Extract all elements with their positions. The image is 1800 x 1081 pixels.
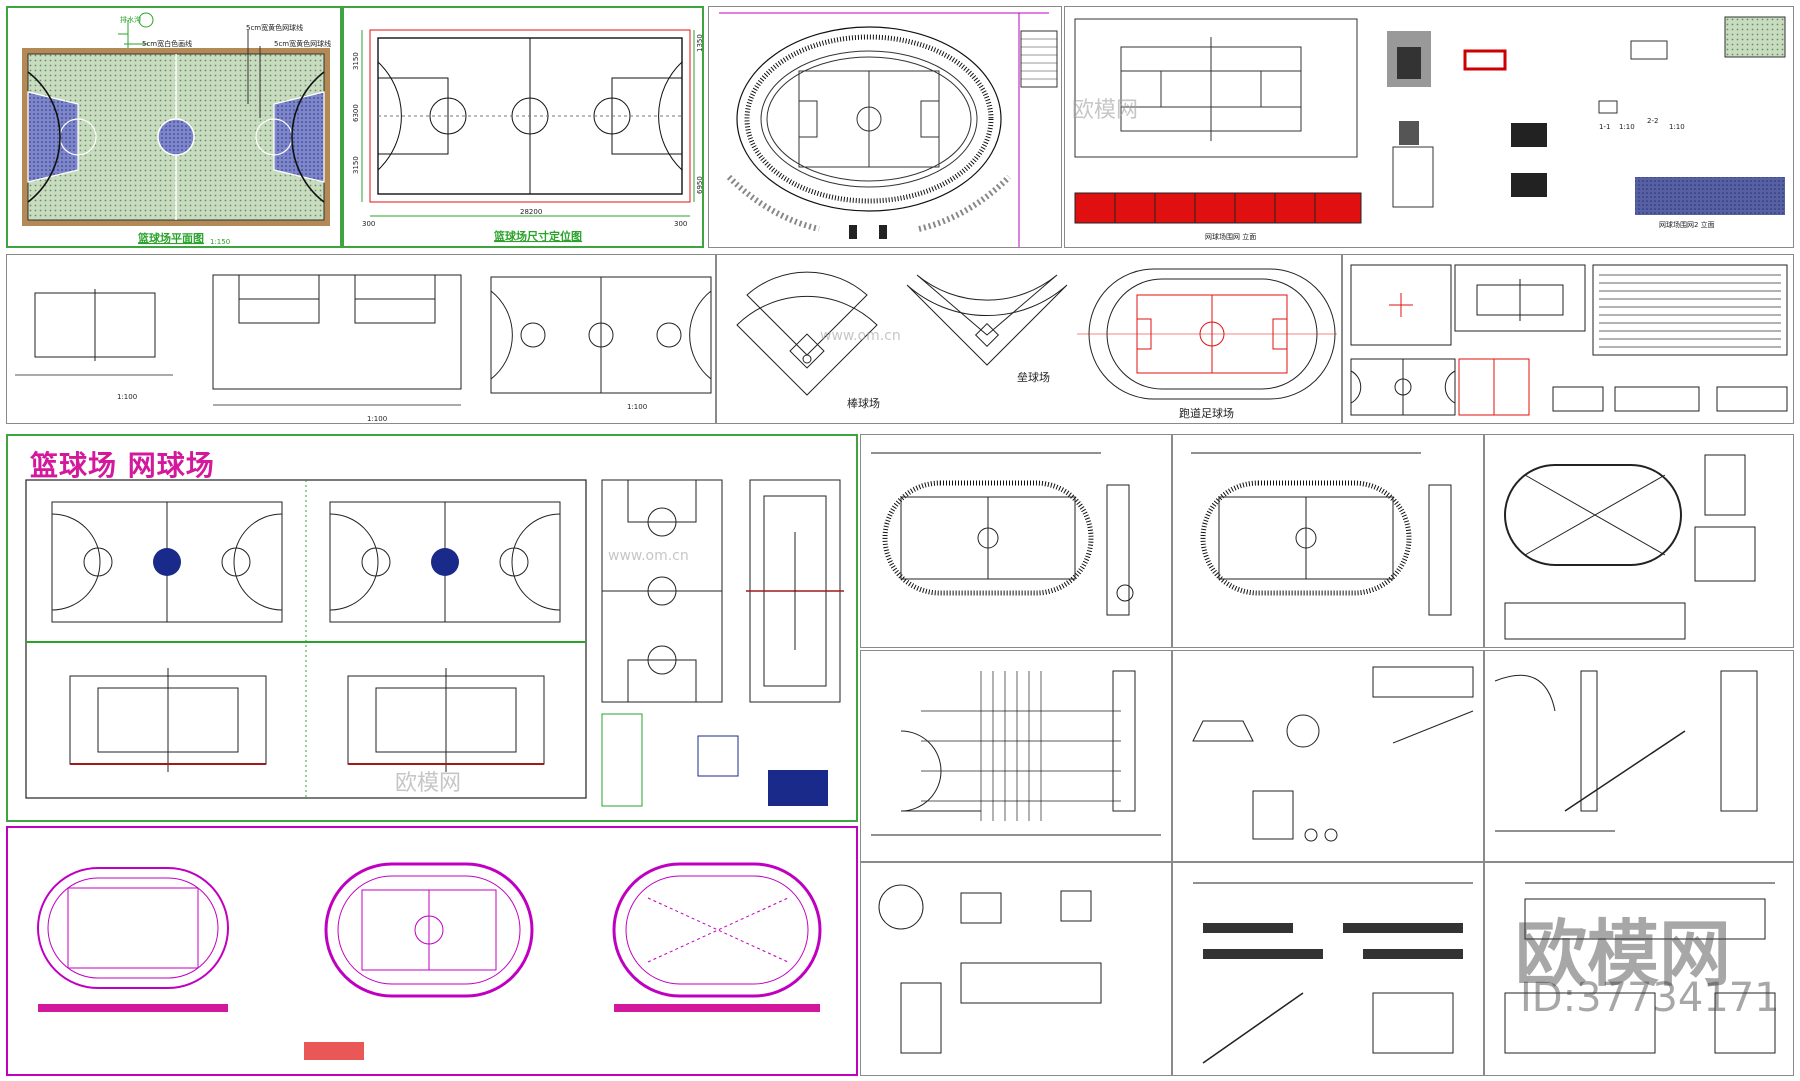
sheet-track-layouts [6,826,858,1076]
tennis-fence-drawing: 网球场围网 立面 1-1 1:10 2-2 1:10 网球场围网2 立面 [1074,16,1786,241]
basketball-dimension-drawing: 28200 300 300 3150 6300 3150 1350 6950 篮… [352,29,704,243]
scale-basketball-2: 1:100 [627,403,647,411]
watermark-small-2: 欧模网 [395,771,462,796]
watermark-url-2: www.om.cn [820,328,901,344]
details-b-drawing [1494,670,1758,832]
label-baseball: 棒球场 [847,396,880,410]
sheet-track-plan-1 [860,434,1172,648]
watermark-url-1: www.om.cn [608,548,689,564]
label-yellow-line-2: 5cm宽黄色网球线 [274,39,331,48]
sheet-track-plan-3 [1484,434,1794,648]
sheet-ball-fields: 棒球场 垒球场 跑道足球场 [716,254,1342,424]
track-plan-2-drawing [1191,452,1452,616]
court-plans-drawing: 1:100 1:100 1:100 [15,274,712,423]
sheet-volleyball-tennis-courts: 1:100 1:100 1:100 [6,254,716,424]
label-track-field: 跑道足球场 [1179,406,1234,420]
label-softball: 垒球场 [1017,370,1050,384]
details-c-drawing [878,884,1102,1054]
sheet-small-courts [1342,254,1794,424]
dim-h2: 6950 [696,176,704,194]
scale-section-2: 1:10 [1669,123,1685,131]
title-basketball-dimension: 篮球场尺寸定位图 [493,229,582,243]
sheet-basketball-tennis-complex: 篮球场 网球场 [6,434,858,822]
dim-v2: 6300 [352,104,360,122]
track-plan-3-drawing [1504,454,1756,640]
label-section-1: 1-1 [1599,123,1610,131]
stand-structure-drawing [871,670,1161,836]
title-basketball-tennis: 篮球场 网球场 [30,449,215,482]
watermark-small-1: 欧模网 [1072,98,1139,123]
dim-total: 28200 [520,208,542,216]
dim-h1: 1350 [696,34,704,52]
scale-section-1: 1:10 [1619,123,1635,131]
label-yellow-line-1: 5cm宽黄色网球线 [246,23,303,32]
sheet-details-c [860,862,1172,1076]
scale-basketball-plan: 1:150 [210,238,230,246]
scale-volleyball: 1:100 [117,393,137,401]
dim-left: 300 [362,220,375,228]
details-a-drawing [1192,666,1474,842]
watermark-brand: 欧模网 [1515,912,1732,996]
sheet-stadium-plan [708,6,1062,248]
basketball-plan-drawing: 排水沟 5cm宽白色画线 5cm宽黄色网球线 5cm宽黄色网球线 篮球场平面图 … [22,12,331,246]
sheet-basketball-dimension: 28200 300 300 3150 6300 3150 1350 6950 篮… [342,6,704,248]
ball-fields-drawing: 棒球场 垒球场 跑道足球场 [736,268,1337,420]
sheet-details-b [1484,650,1794,862]
sheet-details-d [1172,862,1484,1076]
dim-v1: 3150 [352,52,360,70]
watermark-id: ID:37734171 [1520,975,1780,1021]
details-d-drawing [1193,882,1473,1064]
track-plan-1-drawing [871,452,1134,616]
complex-courts-drawing [25,479,844,807]
building-elevation-drawing [1504,882,1776,1054]
title-basketball-plan: 篮球场平面图 [137,231,204,245]
label-net-elevation: 网球场围网 立面 [1205,232,1256,241]
sheet-track-plan-2 [1172,434,1484,648]
dim-right: 300 [674,220,687,228]
track-layouts-drawing [37,862,822,1060]
label-net-plan2: 网球场围网2 立面 [1659,220,1715,229]
sheet-tennis-fence: 网球场围网 立面 1-1 1:10 2-2 1:10 网球场围网2 立面 [1064,6,1794,248]
sheet-basketball-plan: 排水沟 5cm宽白色画线 5cm宽黄色网球线 5cm宽黄色网球线 篮球场平面图 … [6,6,342,248]
label-white-line: 5cm宽白色画线 [142,39,192,48]
label-drainage: 排水沟 [120,15,141,24]
sheet-details-a [1172,650,1484,862]
sheet-building-elevation [1484,862,1794,1076]
dim-v3: 3150 [352,156,360,174]
small-courts-drawing [1350,264,1788,416]
stadium-plan-drawing [719,12,1058,247]
sheet-stand-structure [860,650,1172,862]
label-section-2: 2-2 [1647,117,1658,125]
scale-tennis-dim: 1:100 [367,415,387,423]
